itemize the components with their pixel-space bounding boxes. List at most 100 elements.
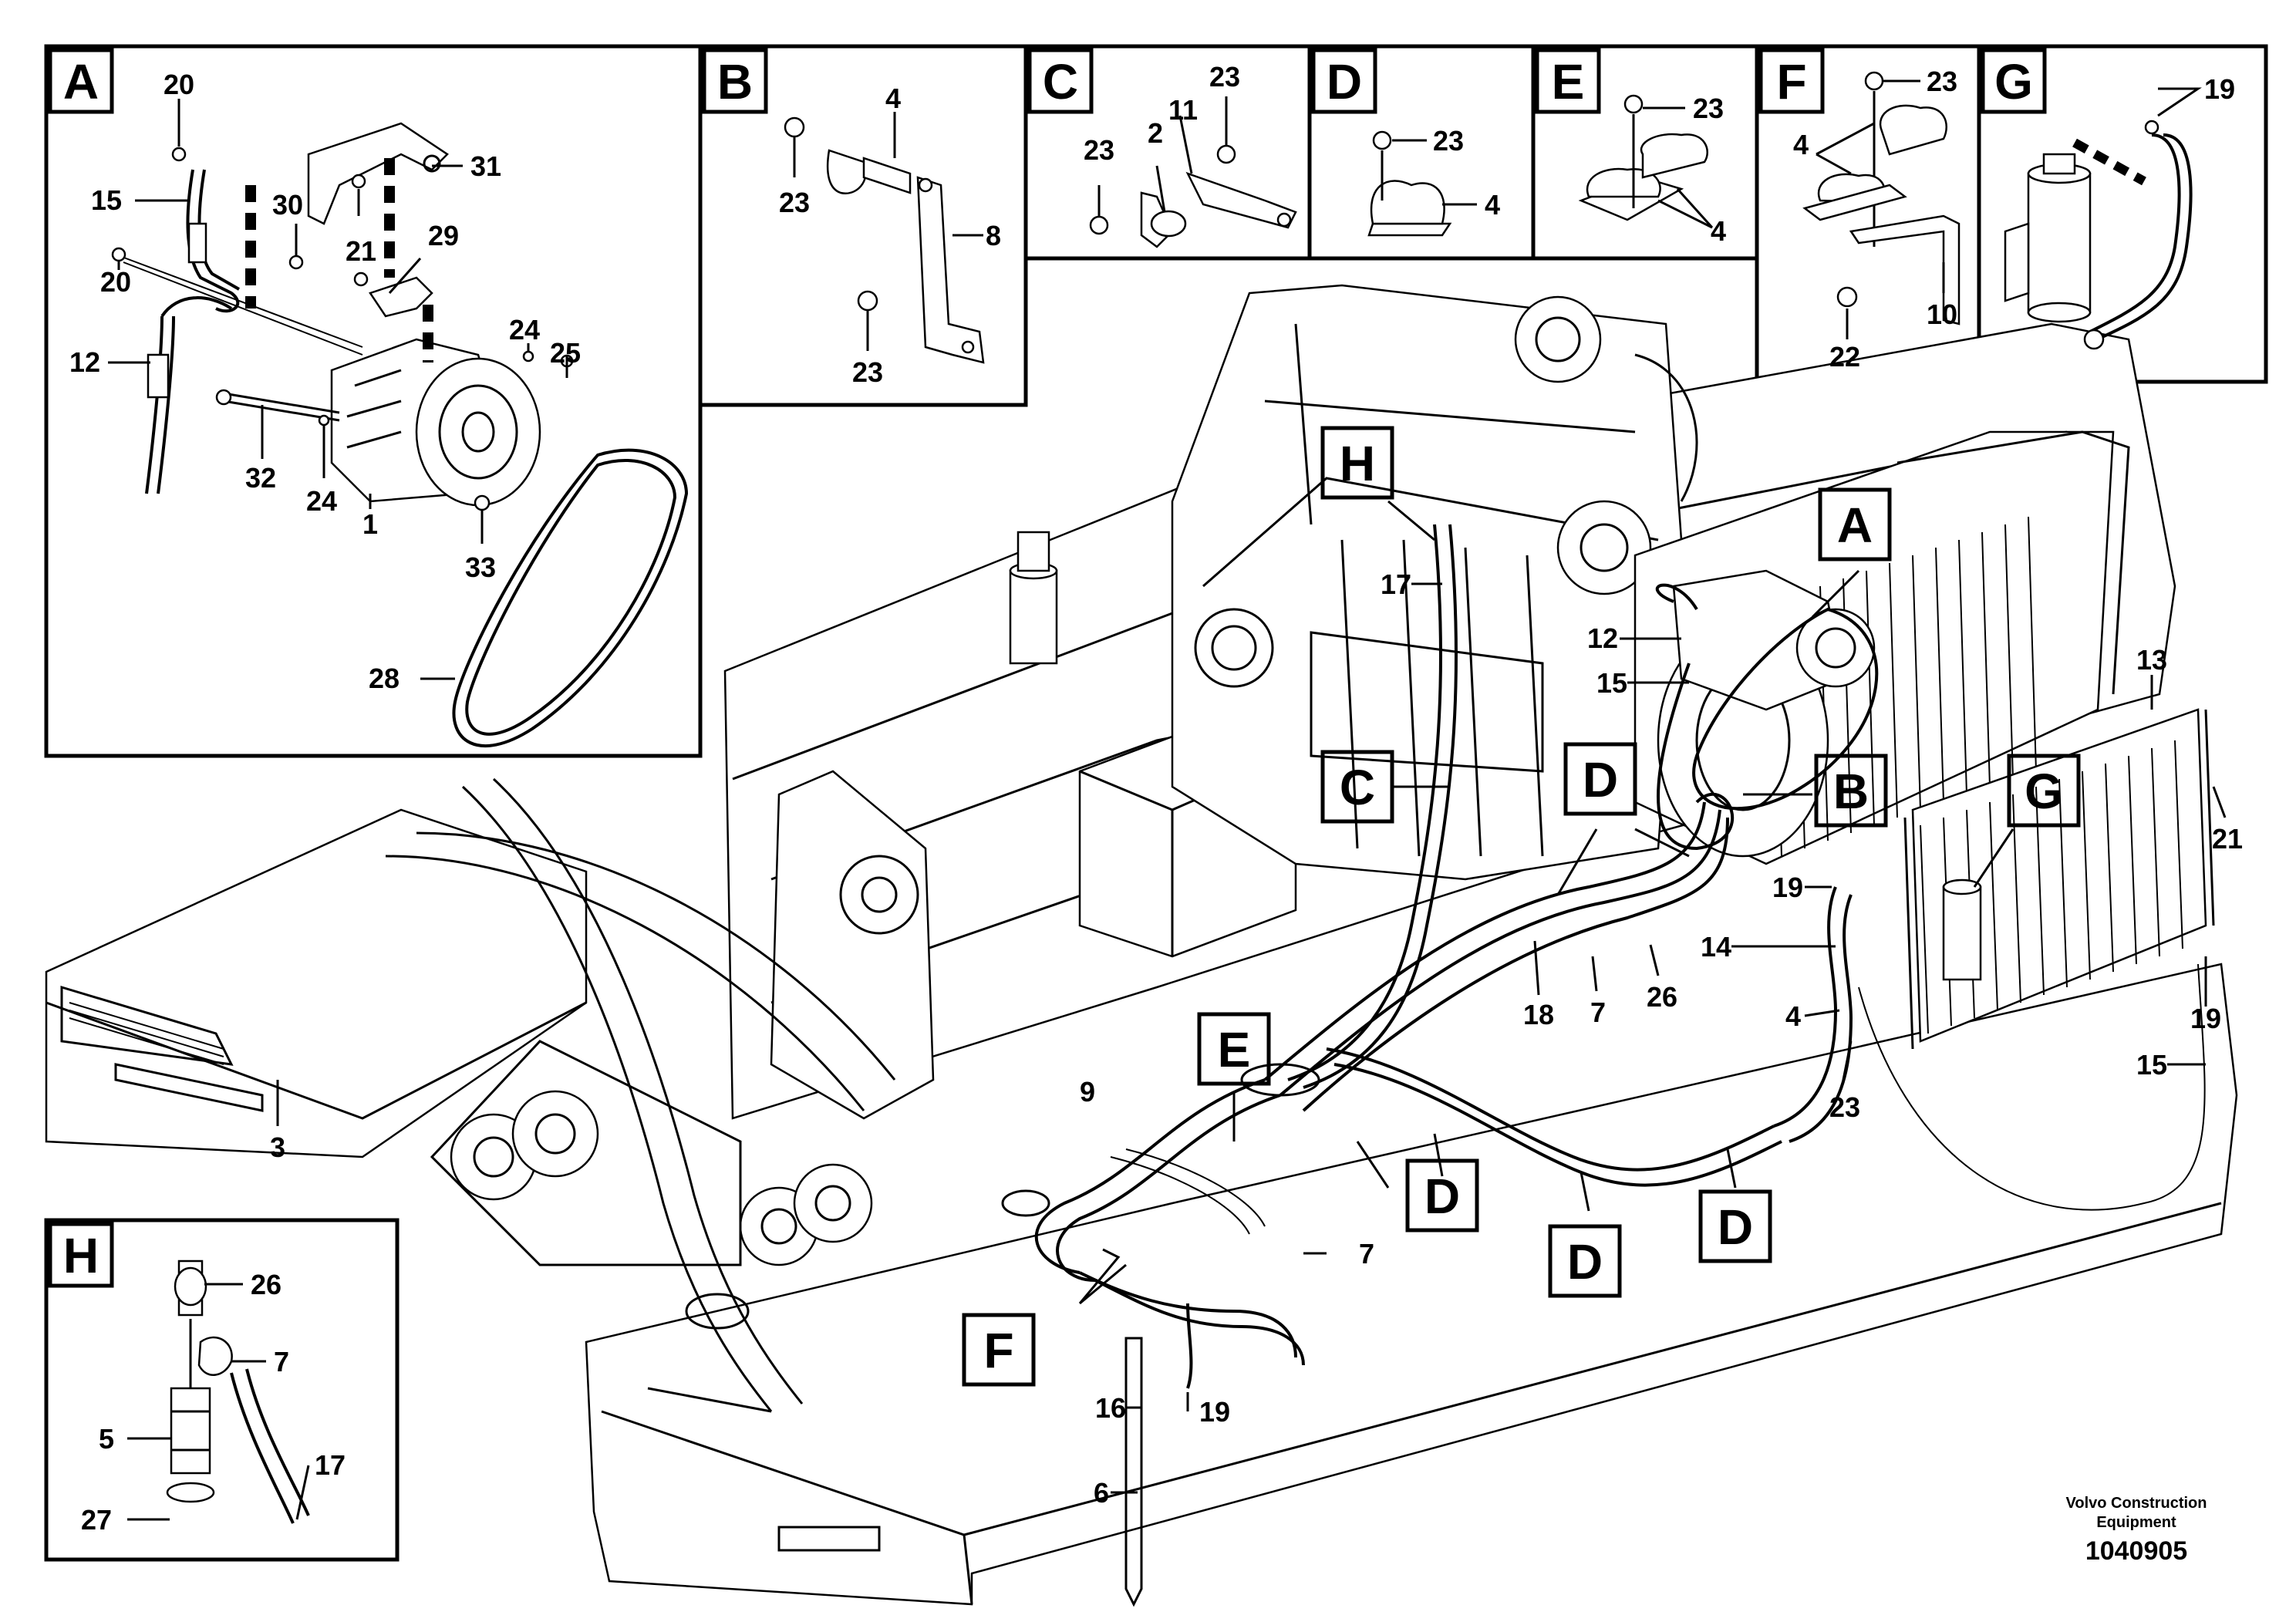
detail-a-letter-box: A [48, 48, 114, 114]
callout-d-left: D [1405, 1158, 1479, 1233]
label-h-27: 27 [81, 1504, 112, 1536]
label-main-7-upper: 7 [1590, 996, 1606, 1028]
leader-lines [108, 79, 2227, 1521]
callout-c: C [1320, 750, 1394, 824]
detail-a-letter: A [63, 54, 99, 110]
detail-d-drawing [1367, 130, 1452, 237]
label-b-23-top: 23 [779, 187, 810, 218]
callout-a: A [1818, 487, 1892, 561]
detail-c-drawing [1089, 144, 1297, 248]
receiver-drier-drawing [1009, 531, 1058, 665]
svg-text:D: D [1424, 1168, 1460, 1224]
main-labels: 17 12 15 13 21 19 14 4 23 15 19 18 7 26 … [270, 568, 2243, 1509]
label-f-22: 22 [1829, 341, 1860, 373]
detail-b-letter-box: B [702, 48, 768, 114]
svg-text:B: B [1833, 764, 1869, 819]
svg-text:C: C [1340, 760, 1375, 815]
detail-g-letter-box: G [1981, 48, 2047, 114]
detail-f-letter-box: F [1758, 48, 1825, 114]
label-main-19-left: 19 [1772, 872, 1803, 903]
label-e-4: 4 [1711, 215, 1726, 247]
svg-text:H: H [1340, 436, 1375, 491]
label-main-19-bottom: 19 [1199, 1396, 1230, 1428]
detail-f-drawing [1802, 71, 1961, 325]
svg-text:D: D [1718, 1199, 1753, 1255]
footer: Volvo Construction Equipment 1040905 [2066, 1495, 2207, 1566]
callout-d-upper: D [1563, 742, 1637, 816]
detail-e-labels: 23 4 [1693, 93, 1726, 247]
callout-e: E [1197, 1012, 1271, 1086]
label-c-11: 11 [1168, 94, 1198, 126]
label-main-15-top: 15 [1596, 667, 1627, 699]
label-a-28: 28 [369, 663, 400, 694]
svg-text:F: F [983, 1323, 1013, 1378]
label-b-23-bottom: 23 [852, 356, 883, 388]
callout-d-right: D [1698, 1189, 1772, 1263]
label-f-23: 23 [1927, 66, 1957, 97]
detail-c-letter-box: C [1027, 48, 1094, 114]
detail-h-letter: H [63, 1228, 99, 1283]
detail-g-letter: G [1994, 54, 2033, 110]
label-f-10: 10 [1927, 298, 1957, 330]
detail-letter-boxes: A B C D E F G H [48, 48, 2047, 1288]
label-main-12: 12 [1587, 622, 1618, 654]
callout-g: G [2007, 754, 2081, 828]
detail-d-labels: 23 4 [1433, 125, 1500, 221]
detail-b-drawing [784, 116, 985, 364]
label-main-9: 9 [1080, 1076, 1095, 1108]
label-main-13: 13 [2136, 644, 2167, 676]
label-a-21: 21 [346, 235, 376, 267]
label-main-14: 14 [1701, 931, 1731, 963]
detail-e-letter-box: E [1535, 48, 1601, 114]
detail-h-labels: 26 7 5 17 27 [81, 1269, 346, 1536]
callout-d-mid: D [1548, 1224, 1622, 1298]
label-a-24-right: 24 [509, 314, 540, 346]
detail-h-frame [44, 1218, 400, 1562]
detail-b-labels: 4 23 8 23 [779, 83, 1001, 388]
label-main-6: 6 [1094, 1477, 1109, 1509]
detail-c-labels: 23 11 23 2 [1084, 61, 1240, 166]
label-a-20-top: 20 [164, 69, 194, 100]
detail-d-letter: D [1327, 54, 1362, 110]
callout-h: H [1320, 426, 1394, 500]
svg-text:E: E [1218, 1022, 1251, 1077]
detail-h-letter-box: H [48, 1222, 114, 1288]
label-d-23: 23 [1433, 125, 1464, 157]
main-compressor [1655, 569, 1876, 711]
label-g-19: 19 [2204, 73, 2235, 105]
label-main-16: 16 [1095, 1392, 1126, 1424]
label-c-23-top: 23 [1209, 61, 1240, 93]
label-a-20-mid: 20 [100, 266, 131, 298]
company-name-line1: Volvo Construction [2066, 1495, 2207, 1512]
label-a-31: 31 [470, 150, 501, 182]
label-a-32: 32 [245, 462, 276, 494]
label-main-4: 4 [1785, 1000, 1801, 1032]
label-a-25: 25 [550, 337, 581, 369]
hose-routing [1034, 524, 2206, 1607]
main-condenser [1903, 708, 2215, 1050]
callout-b: B [1814, 754, 1888, 828]
detail-f-labels: 23 4 22 10 [1793, 66, 1957, 373]
label-a-33: 33 [465, 551, 496, 583]
label-h-26: 26 [251, 1269, 282, 1300]
svg-text:A: A [1837, 497, 1873, 553]
label-a-24-bottom: 24 [306, 485, 337, 517]
company-name-line2: Equipment [2096, 1514, 2176, 1531]
label-main-23: 23 [1829, 1091, 1860, 1123]
detail-g-labels: 19 [2204, 73, 2235, 105]
detail-a-drawing [111, 122, 689, 748]
label-c-2: 2 [1148, 117, 1163, 149]
label-e-23: 23 [1693, 93, 1724, 124]
label-a-1: 1 [362, 508, 378, 540]
label-main-26: 26 [1647, 981, 1677, 1013]
label-b-8: 8 [986, 220, 1001, 251]
label-d-4: 4 [1485, 189, 1500, 221]
label-b-4: 4 [885, 83, 901, 114]
label-a-12: 12 [69, 346, 100, 378]
detail-f-letter: F [1776, 54, 1806, 110]
detail-a-labels: 20 31 15 30 21 29 20 24 25 12 32 24 1 33… [69, 69, 581, 694]
main-belt [1692, 607, 1879, 811]
main-callout-boxes: H A C D B G E D D D F [962, 426, 2081, 1387]
